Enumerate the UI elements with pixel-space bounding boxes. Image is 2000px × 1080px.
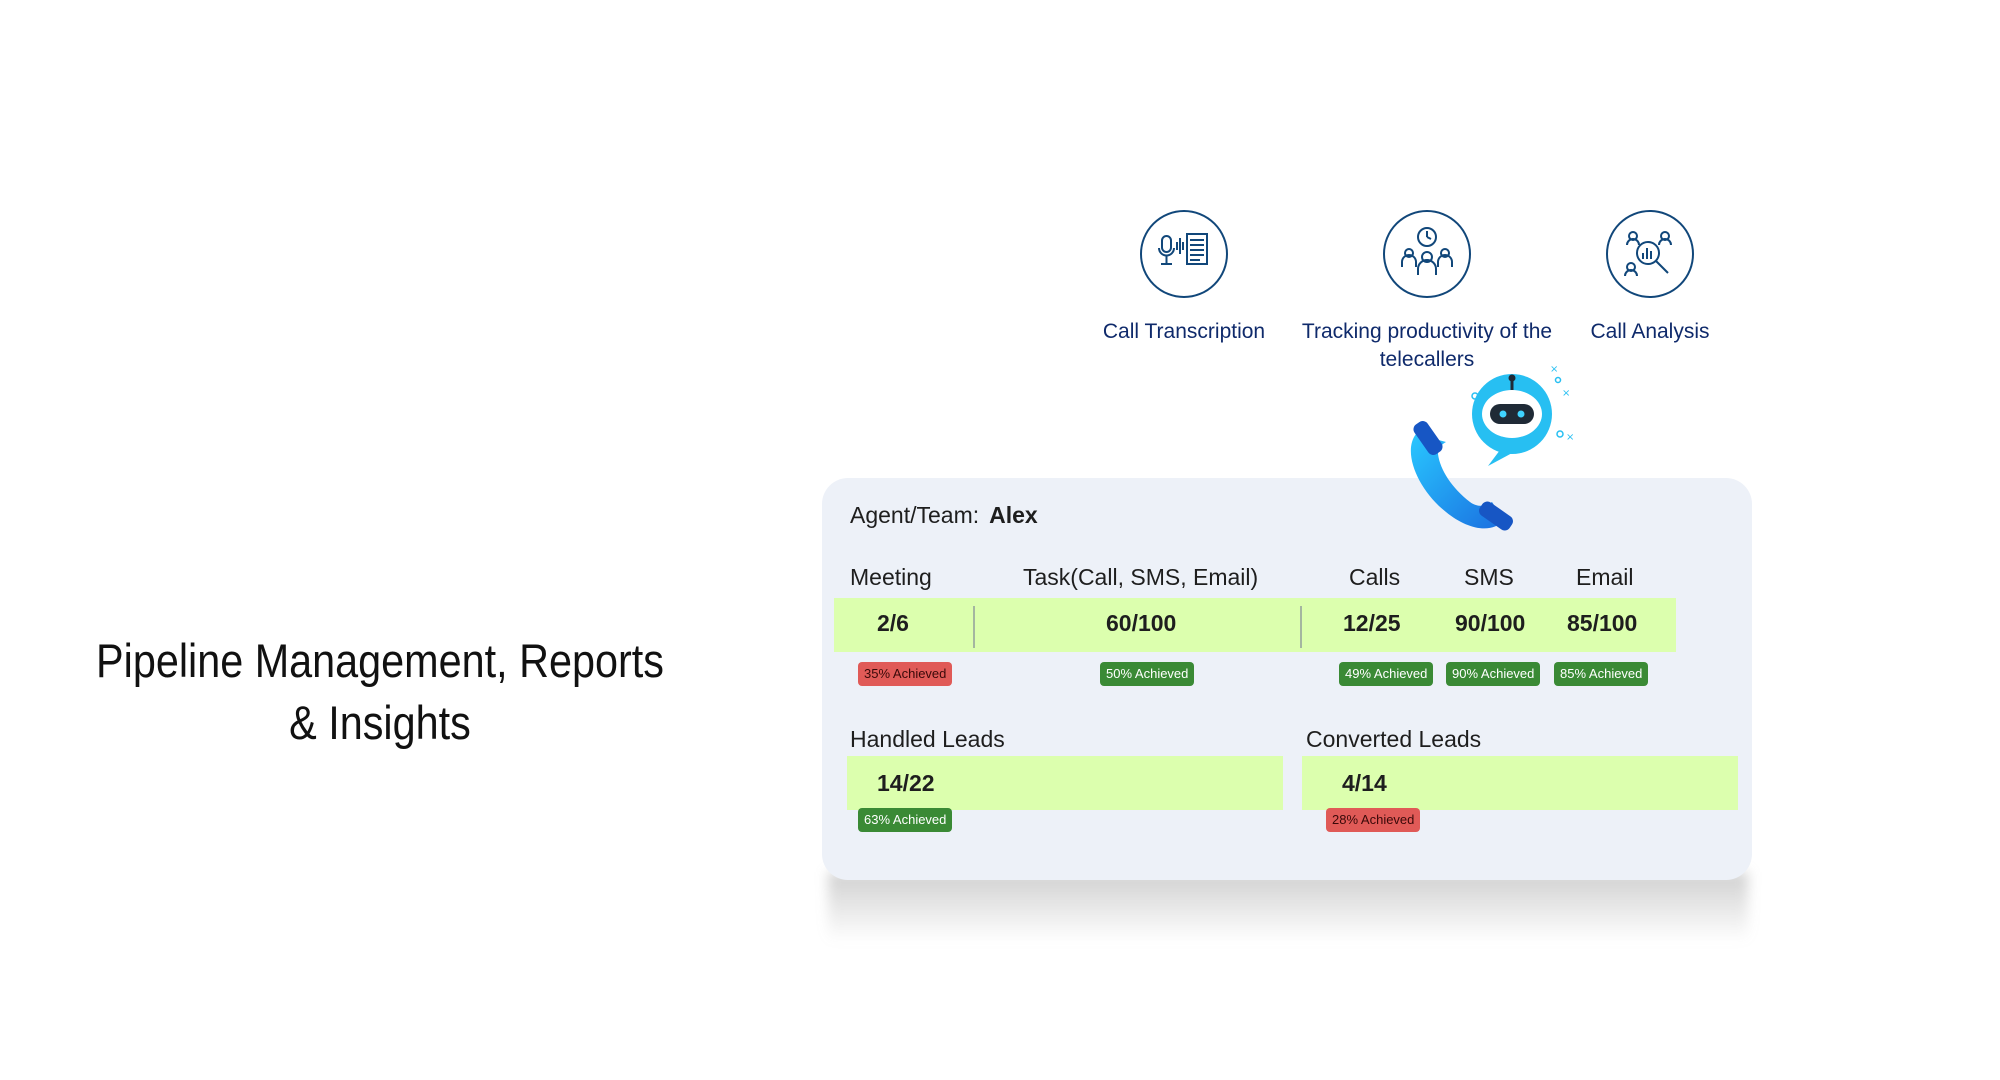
task-status-badge: 50% Achieved bbox=[1100, 662, 1195, 686]
email-status-badge: 85% Achieved bbox=[1554, 662, 1649, 686]
people-search-icon bbox=[1606, 210, 1694, 298]
meeting-header: Meeting bbox=[850, 564, 932, 590]
sms-value: 90/100 bbox=[1455, 610, 1526, 636]
converted-leads-bar bbox=[1302, 756, 1738, 810]
handled-leads-bar bbox=[847, 756, 1283, 810]
column-divider bbox=[973, 606, 975, 648]
card-shadow bbox=[828, 872, 1748, 942]
feature-label: Tracking productivity of the telecallers bbox=[1301, 320, 1553, 371]
phone-bot-icon: × × × bbox=[1400, 362, 1580, 537]
agent-label: Agent/Team: bbox=[850, 502, 980, 528]
team-clock-icon bbox=[1383, 210, 1471, 298]
svg-text:×: × bbox=[1562, 388, 1570, 399]
sms-header: SMS bbox=[1464, 564, 1514, 590]
converted-leads-label: Converted Leads bbox=[1306, 726, 1482, 752]
page-title: Pipeline Management, Reports & Insights bbox=[96, 634, 664, 749]
task-value: 60/100 bbox=[1106, 610, 1177, 636]
sms-status-badge: 90% Achieved bbox=[1446, 662, 1541, 686]
handled-leads-value: 14/22 bbox=[877, 770, 935, 796]
calls-header: Calls bbox=[1349, 564, 1401, 590]
mic-transcript-icon bbox=[1140, 210, 1228, 298]
svg-text:×: × bbox=[1566, 432, 1574, 443]
handled-leads-badge: 63% Achieved bbox=[858, 808, 953, 832]
calls-value: 12/25 bbox=[1343, 610, 1401, 636]
converted-leads-badge: 28% Achieved bbox=[1326, 808, 1421, 832]
email-value: 85/100 bbox=[1567, 610, 1638, 636]
feature-call-transcription: Call Transcription bbox=[1054, 210, 1314, 346]
feature-tracking-productivity: Tracking productivity of the telecallers bbox=[1297, 210, 1557, 374]
svg-text:×: × bbox=[1550, 364, 1558, 375]
converted-leads-value: 4/14 bbox=[1342, 770, 1387, 796]
agent-name: Alex bbox=[989, 502, 1038, 528]
handled-leads-label: Handled Leads bbox=[850, 726, 1005, 752]
stats-bar bbox=[834, 598, 1676, 652]
agent-row: Agent/Team: Alex bbox=[850, 502, 1038, 529]
feature-label: Call Transcription bbox=[1102, 320, 1266, 343]
meeting-status-badge: 35% Achieved bbox=[858, 662, 953, 686]
feature-label: Call Analysis bbox=[1590, 320, 1710, 343]
task-header: Task(Call, SMS, Email) bbox=[1023, 564, 1259, 590]
meeting-value: 2/6 bbox=[877, 610, 909, 636]
email-header: Email bbox=[1576, 564, 1634, 590]
column-divider bbox=[1300, 606, 1302, 648]
feature-call-analysis: Call Analysis bbox=[1520, 210, 1780, 346]
calls-status-badge: 49% Achieved bbox=[1339, 662, 1434, 686]
